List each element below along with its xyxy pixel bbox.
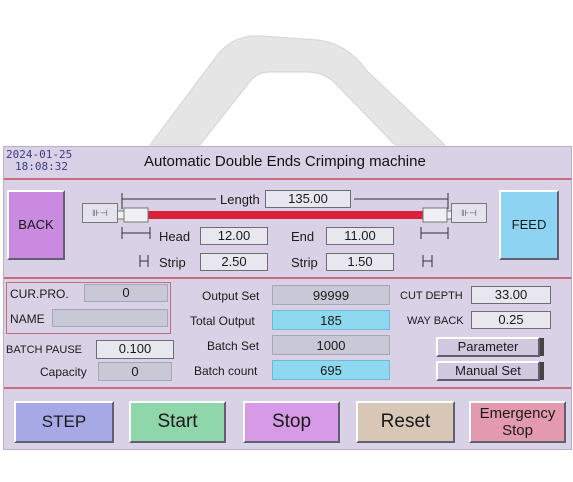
start-button-label: Start xyxy=(157,411,198,432)
middle-divider xyxy=(4,277,571,279)
output-set-value[interactable]: 99999 xyxy=(272,285,390,305)
strip-left-input[interactable]: 2.50 xyxy=(200,253,268,271)
page-title: Automatic Double Ends Crimping machine xyxy=(144,153,426,170)
length-label: Length xyxy=(220,192,260,207)
parameter-button-edge xyxy=(540,338,544,356)
batch-set-value[interactable]: 1000 xyxy=(272,335,390,355)
name-label: NAME xyxy=(10,312,45,326)
stop-button-label: Stop xyxy=(271,411,312,432)
head-input[interactable]: 12.00 xyxy=(200,227,268,245)
emergency-stop-button[interactable]: Emergency Stop xyxy=(469,401,566,443)
way-back-input[interactable]: 0.25 xyxy=(471,311,551,329)
step-button[interactable]: STEP xyxy=(14,401,114,443)
start-button[interactable]: Start xyxy=(129,401,226,443)
date-display: 2024-01-25 xyxy=(6,148,73,161)
manual-set-button-edge xyxy=(540,362,544,380)
end-label: End xyxy=(291,229,315,244)
way-back-label: WAY BACK xyxy=(407,315,464,327)
cur-pro-label: CUR.PRO. xyxy=(10,287,69,301)
batch-pause-input[interactable]: 0.100 xyxy=(96,340,174,359)
batch-count-label: Batch count xyxy=(194,364,258,378)
header-divider xyxy=(4,178,571,180)
batch-count-value: 695 xyxy=(272,360,390,380)
cut-depth-label: CUT DEPTH xyxy=(400,290,463,302)
name-value xyxy=(52,309,168,327)
reset-button[interactable]: Reset xyxy=(356,401,455,443)
strip-right-input[interactable]: 1.50 xyxy=(326,253,394,271)
program-group xyxy=(6,282,171,334)
time-display: 18:08:32 xyxy=(15,160,68,173)
manual-set-button[interactable]: Manual Set xyxy=(436,361,544,381)
emergency-stop-label-line2: Stop xyxy=(502,422,533,439)
capacity-value: 0 xyxy=(98,362,172,381)
length-input[interactable]: 135.00 xyxy=(265,190,351,208)
batch-pause-label: BATCH PAUSE xyxy=(6,344,82,356)
bottom-divider xyxy=(4,387,571,389)
reset-button-label: Reset xyxy=(380,411,431,432)
total-output-label: Total Output xyxy=(190,314,255,328)
feed-button[interactable]: FEED xyxy=(499,190,559,260)
emergency-stop-label-line1: Emergency xyxy=(479,405,556,422)
parameter-button-label: Parameter xyxy=(457,339,519,354)
cur-pro-value: 0 xyxy=(84,284,168,302)
strip-left-label: Strip xyxy=(159,255,186,270)
left-connector-icon: ⊪⊣ xyxy=(82,203,118,223)
head-label: Head xyxy=(159,229,191,244)
step-button-label: STEP xyxy=(41,412,87,431)
end-input[interactable]: 11.00 xyxy=(326,227,394,245)
hmi-screen: 2024-01-25 18:08:32 Automatic Double End… xyxy=(3,146,572,450)
cut-depth-input[interactable]: 33.00 xyxy=(471,286,551,304)
capacity-label: Capacity xyxy=(40,365,87,379)
right-connector-icon: ⊪⊣ xyxy=(451,203,487,223)
total-output-value: 185 xyxy=(272,310,390,330)
back-button[interactable]: BACK xyxy=(7,190,65,260)
back-button-label: BACK xyxy=(18,217,54,232)
strip-right-label: Strip xyxy=(291,255,318,270)
parameter-button[interactable]: Parameter xyxy=(436,337,544,357)
stop-button[interactable]: Stop xyxy=(243,401,340,443)
batch-set-label: Batch Set xyxy=(207,339,260,353)
output-set-label: Output Set xyxy=(202,289,260,303)
manual-set-button-label: Manual Set xyxy=(455,363,521,378)
feed-button-label: FEED xyxy=(511,217,547,232)
panel-mount-bracket xyxy=(149,35,447,146)
